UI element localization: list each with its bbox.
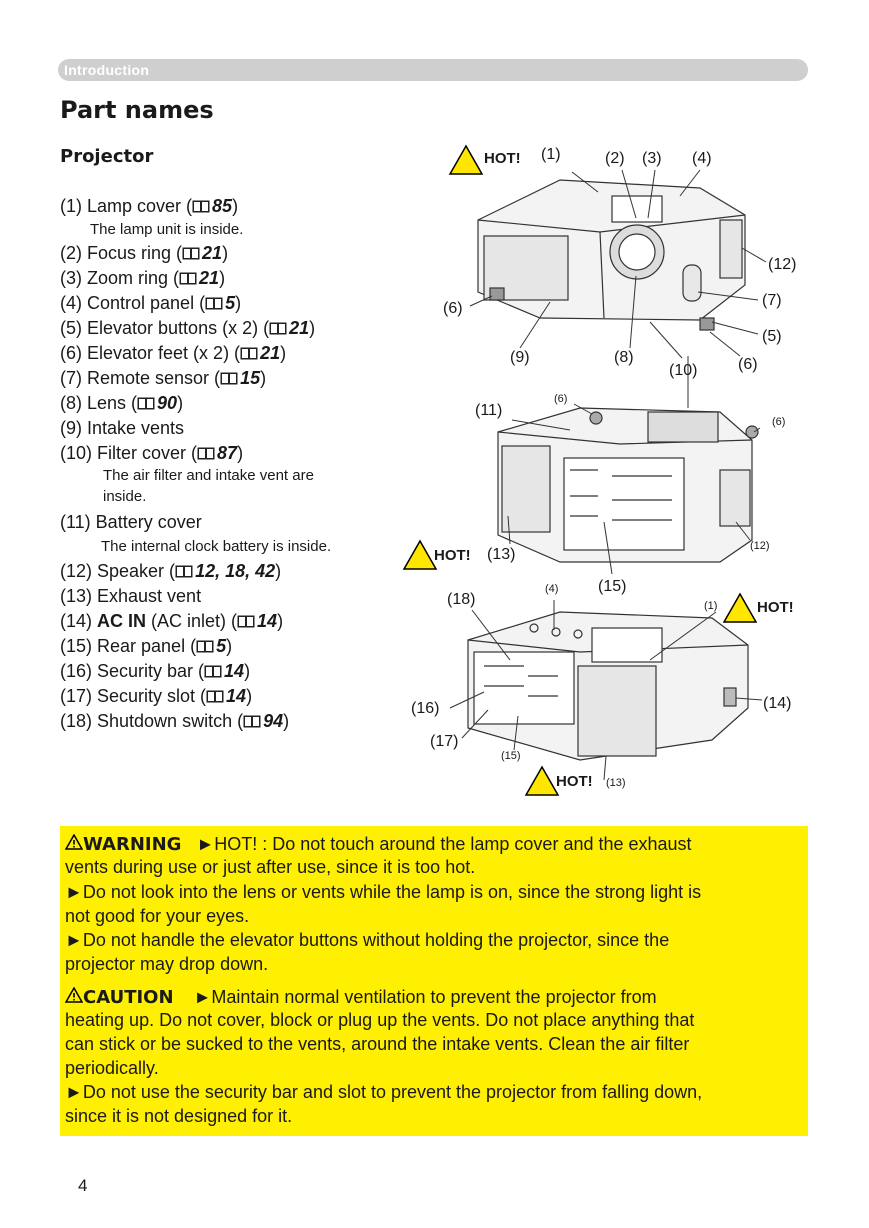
part-note: inside.: [103, 488, 147, 505]
part-item: (4) Control panel (5): [60, 293, 242, 313]
projector-rear-view: [497, 407, 759, 563]
callout: (12): [768, 256, 797, 273]
book-icon: [137, 397, 155, 410]
part-item: (12) Speaker (12, 18, 42): [60, 561, 282, 581]
part-note: The lamp unit is inside.: [90, 221, 244, 238]
projector-illustration: [402, 144, 767, 796]
callout: (1): [704, 600, 718, 612]
caution-line: periodically.: [65, 1058, 159, 1078]
warning-label: WARNING: [83, 834, 182, 855]
warning-box: WARNING ►HOT! : Do not touch around the …: [60, 826, 808, 1136]
hot-label: HOT!: [757, 599, 794, 616]
warning-line: vents during use or just after use, sinc…: [65, 857, 476, 877]
callout: (2): [605, 150, 625, 167]
callout: (6): [772, 416, 786, 428]
projector-side-view: [467, 611, 749, 761]
warning-line: projector may drop down.: [65, 954, 269, 974]
callout: (3): [642, 150, 662, 167]
book-icon: [243, 715, 261, 728]
callout: (17): [430, 733, 459, 750]
callout: (9): [510, 349, 530, 366]
callout: (15): [501, 750, 521, 762]
part-item: (16) Security bar (14): [60, 661, 251, 681]
part-item: (18) Shutdown switch (94): [60, 711, 290, 731]
book-icon: [204, 665, 222, 678]
part-item: (5) Elevator buttons (x 2) (21): [60, 318, 316, 338]
part-item: (11) Battery cover: [60, 512, 202, 532]
section-label: Introduction: [64, 62, 150, 78]
warning-line: ►Do not handle the elevator buttons with…: [65, 930, 670, 950]
caution-line: since it is not designed for it.: [65, 1106, 293, 1126]
part-note: The air filter and intake vent are: [103, 467, 314, 484]
callout: (6): [554, 393, 568, 405]
part-item: (9) Intake vents: [60, 418, 185, 438]
hot-label: HOT!: [556, 773, 593, 790]
part-item: (17) Security slot (14): [60, 686, 253, 706]
book-icon: [182, 247, 200, 260]
book-icon: [205, 297, 223, 310]
callout: (6): [443, 300, 463, 317]
callout: (8): [614, 349, 634, 366]
page-number: 4: [78, 1176, 88, 1195]
warning-icon: [64, 833, 84, 850]
hot-icon: [402, 144, 758, 796]
callout: (7): [762, 292, 782, 309]
book-icon: [179, 272, 197, 285]
book-icon: [206, 690, 224, 703]
part-item: (10) Filter cover (87): [60, 443, 244, 463]
part-item: (1) Lamp cover (85): [60, 196, 239, 216]
book-icon: [197, 447, 215, 460]
hot-label: HOT!: [434, 547, 471, 564]
book-icon: [269, 322, 287, 335]
book-icon: [192, 200, 210, 213]
caution-line: ►Do not use the security bar and slot to…: [65, 1082, 703, 1102]
caution-line: CAUTION ►Maintain normal ventilation to …: [64, 986, 657, 1008]
warning-line: not good for your eyes.: [65, 906, 250, 926]
caution-icon: [64, 986, 84, 1003]
sub-title: Projector: [60, 146, 154, 167]
caution-line: can stick or be sucked to the vents, aro…: [65, 1034, 690, 1054]
part-item: (15) Rear panel (5): [60, 636, 233, 656]
page-title: Part names: [60, 96, 214, 124]
part-item: (13) Exhaust vent: [60, 586, 202, 606]
book-icon: [175, 565, 193, 578]
book-icon: [240, 347, 258, 360]
projector-front-view: [477, 179, 746, 331]
callout: (14): [763, 695, 792, 712]
callout: (12): [750, 540, 770, 552]
caution-line: heating up. Do not cover, block or plug …: [65, 1010, 695, 1030]
book-icon: [196, 640, 214, 653]
warning-line: ►Do not look into the lens or vents whil…: [65, 882, 702, 902]
callout: (6): [738, 356, 758, 373]
part-note: The internal clock battery is inside.: [101, 538, 332, 555]
callout: (4): [545, 583, 559, 595]
book-icon: [237, 615, 255, 628]
section-bar: Introduction: [58, 59, 808, 81]
callout: (13): [606, 777, 626, 789]
book-icon: [220, 372, 238, 385]
part-item: (2) Focus ring (21): [60, 243, 229, 263]
part-item: (7) Remote sensor (15): [60, 368, 267, 388]
callout: (1): [541, 146, 561, 163]
part-item: (6) Elevator feet (x 2) (21): [60, 343, 287, 363]
warning-line: WARNING ►HOT! : Do not touch around the …: [64, 833, 692, 855]
callout: (10): [669, 362, 698, 379]
caution-label: CAUTION: [83, 987, 174, 1008]
part-item: (14) AC IN (AC inlet) (14): [60, 611, 284, 631]
callout: (13): [487, 546, 516, 563]
callout: (11): [475, 402, 503, 419]
callout: (5): [762, 328, 782, 345]
callout: (16): [411, 700, 440, 717]
callout: (4): [692, 150, 712, 167]
part-item: (3) Zoom ring (21): [60, 268, 226, 288]
part-item: (8) Lens (90): [60, 393, 184, 413]
hot-label: HOT!: [484, 150, 521, 167]
callout: (15): [598, 578, 627, 595]
callout: (18): [447, 591, 476, 608]
